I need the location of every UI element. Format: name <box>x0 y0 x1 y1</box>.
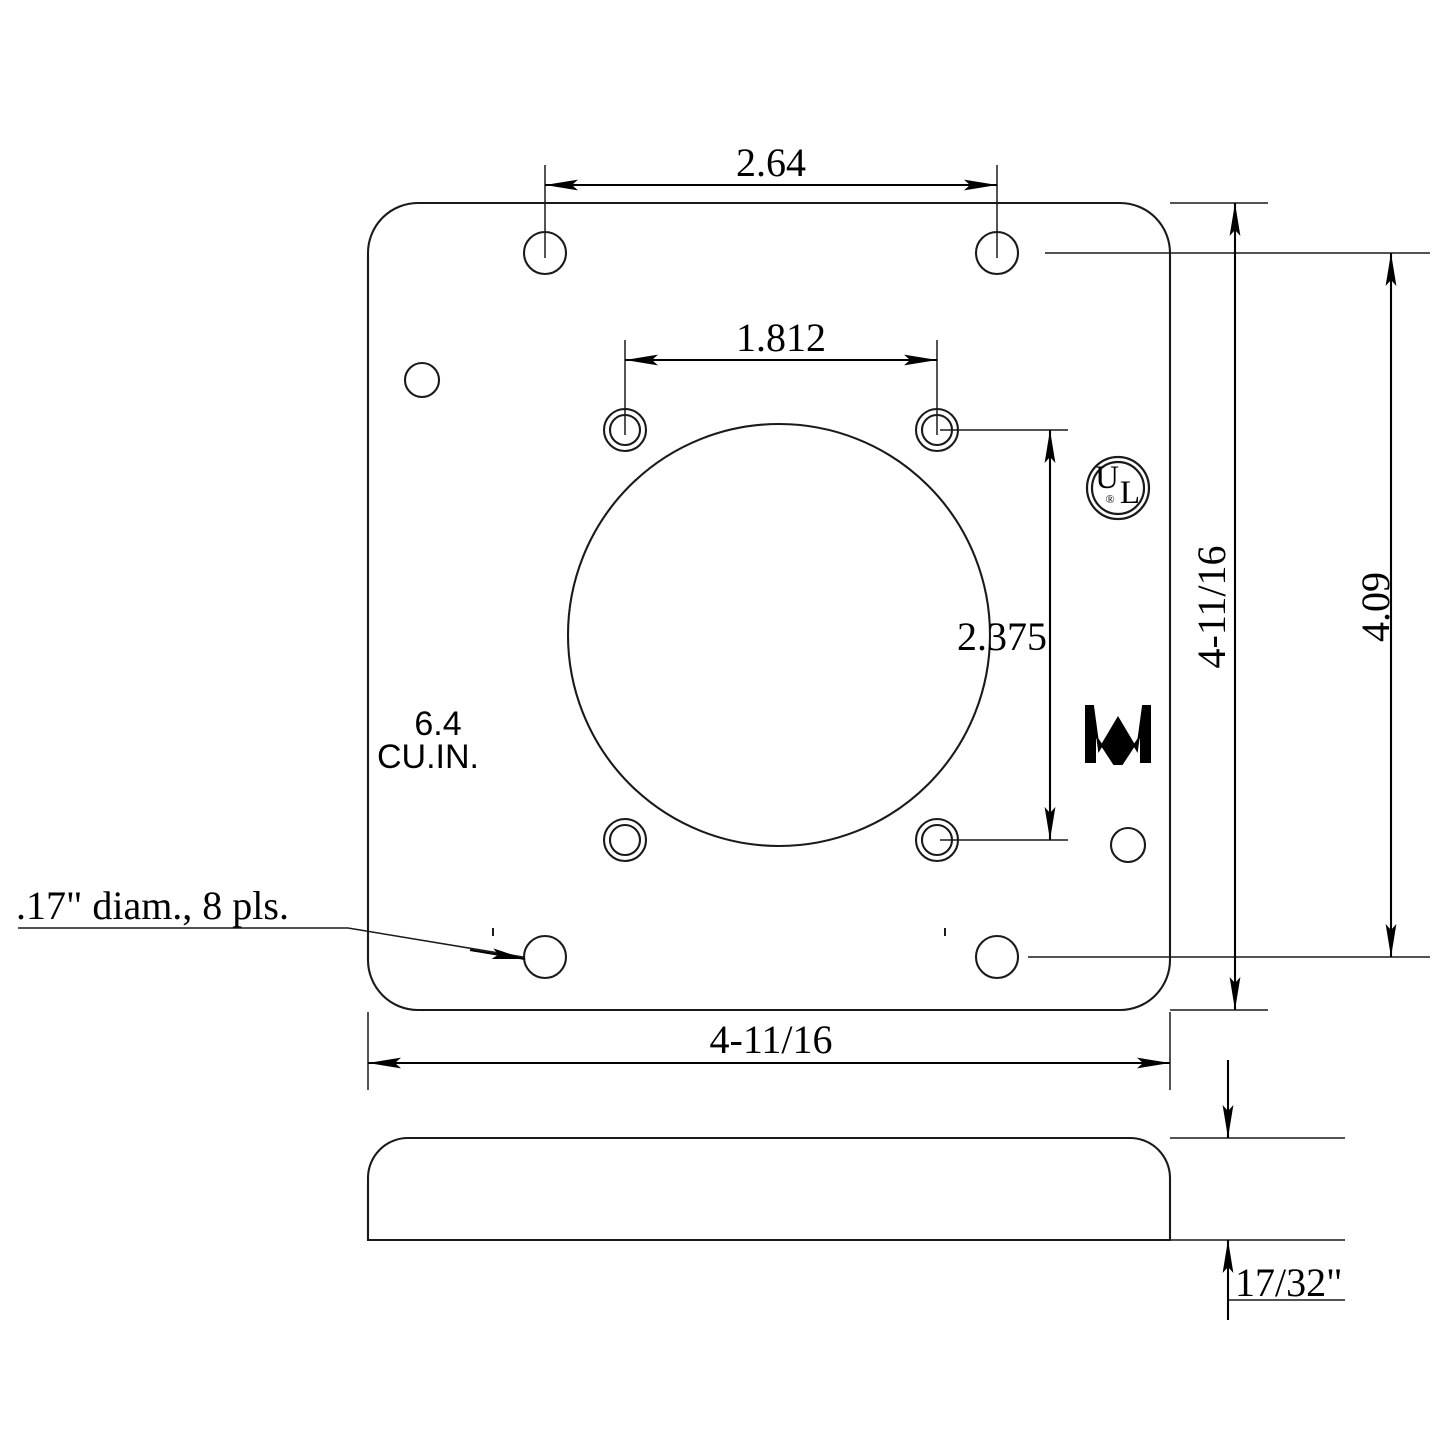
plate-outline-side-view <box>366 1136 1172 1242</box>
mounting-hole-right-side <box>1109 826 1147 864</box>
dim-label-2p64: 2.64 <box>736 140 806 185</box>
plate-outline-front-view <box>366 201 1172 1012</box>
ul-letter-u: U <box>1095 460 1119 496</box>
center-bore-circle <box>566 422 992 848</box>
logo-m-glyph <box>1085 705 1151 765</box>
note-volume-units: CU.IN. <box>377 738 479 776</box>
ul-outer-circle <box>1085 455 1151 521</box>
dim-label-1p812: 1.812 <box>736 315 826 360</box>
dim-label-height: 4-11/16 <box>1189 546 1234 669</box>
mounting-hole-bottom-left <box>522 934 568 980</box>
manufacturer-logo-m <box>1085 705 1151 765</box>
dim-label-width: 4-11/16 <box>710 1017 833 1062</box>
ul-inner-circle <box>1090 460 1146 516</box>
note-hole-callout: .17" diam., 8 pls. <box>16 883 289 928</box>
mounting-hole-left-side <box>403 361 441 399</box>
ul-letter-l: L <box>1120 475 1140 511</box>
dim-label-2p375: 2.375 <box>957 614 1047 659</box>
device-hole-bottom-left-outer <box>602 817 648 863</box>
device-hole-bottom-left-inner <box>608 823 642 857</box>
mounting-hole-bottom-right <box>974 934 1020 980</box>
ul-listed-mark: U L ® <box>1085 455 1151 521</box>
leader-line-hole-callout <box>18 927 524 958</box>
dim-label-thickness: 17/32" <box>1235 1260 1342 1305</box>
leader-arrow-hole-callout <box>469 948 526 961</box>
note-volume-value: 6.4 <box>414 705 461 743</box>
dim-label-4p09: 4.09 <box>1353 572 1398 642</box>
ul-registered-symbol: ® <box>1105 492 1114 506</box>
